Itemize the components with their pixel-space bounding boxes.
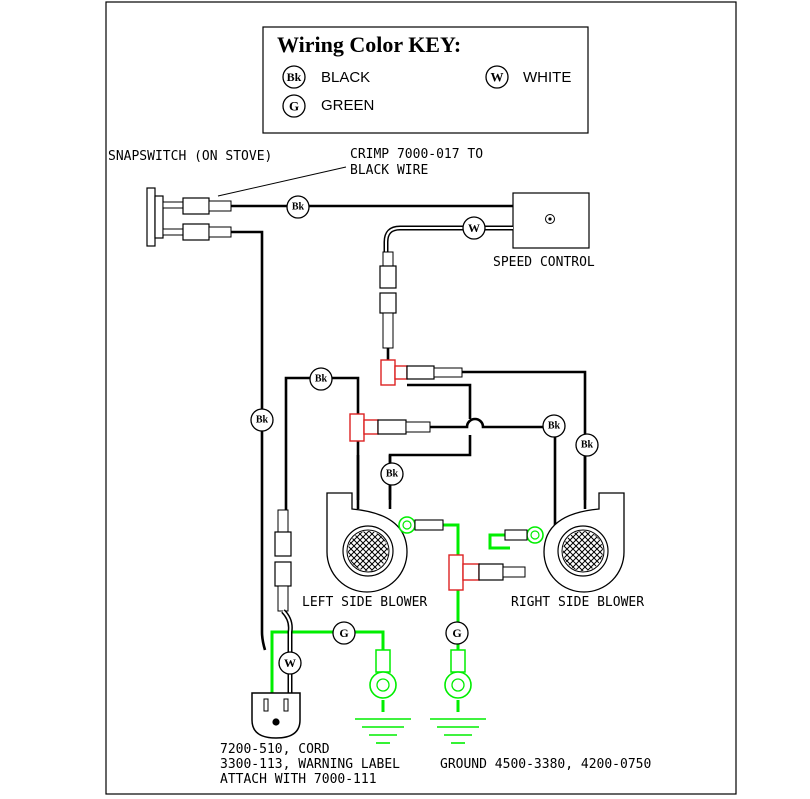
badge-w-cord-text: W xyxy=(284,656,296,670)
badge-bk-left-blower-text: Bk xyxy=(386,469,399,480)
key-green-symbol xyxy=(282,94,306,118)
color-key-title: Wiring Color KEY: xyxy=(277,32,461,57)
inline-connector-upper xyxy=(379,251,397,349)
speed-control xyxy=(512,192,590,249)
color-key: Wiring Color KEY: Bk BLACK G GREEN W WHI… xyxy=(262,26,589,134)
badge-w-cord xyxy=(278,651,302,675)
crimp-leader-line xyxy=(217,166,347,197)
badge-bk-snapswitch xyxy=(286,195,310,219)
badge-bk-right-b xyxy=(575,433,599,457)
key-black-label: BLACK xyxy=(321,69,370,86)
red-connector-middle xyxy=(349,413,431,442)
badge-bk-right-a xyxy=(542,414,566,438)
right-fan-grille xyxy=(563,531,603,571)
badge-bk-left-blower xyxy=(380,462,404,486)
red-connector-ground xyxy=(448,554,526,591)
badge-bk-right-b-text: Bk xyxy=(581,440,594,451)
power-cord-connector xyxy=(274,509,292,612)
cord-label-line3: ATTACH WITH 7000-111 xyxy=(220,772,377,787)
snapswitch-label: SNAPSWITCH (ON STOVE) xyxy=(108,149,272,164)
badge-w-speed-text: W xyxy=(468,221,480,235)
red-connector-upper xyxy=(380,359,463,386)
badge-g-ground-text: G xyxy=(452,626,461,640)
badge-g-cord-text: G xyxy=(339,626,348,640)
cord-label-line2: 3300-113, WARNING LABEL xyxy=(220,757,400,772)
crimp-label-line1: CRIMP 7000-017 TO xyxy=(350,147,483,162)
badge-bk-main xyxy=(250,408,274,432)
ground-symbol-right xyxy=(430,718,486,744)
left-blower-label: LEFT SIDE BLOWER xyxy=(302,595,427,610)
key-white-symbol xyxy=(485,65,509,89)
key-green-label: GREEN xyxy=(321,97,374,114)
left-fan-grille xyxy=(348,531,388,571)
crimp-label-line2: BLACK WIRE xyxy=(350,163,428,178)
badge-w-speed xyxy=(462,216,486,240)
key-white-abbr: W xyxy=(491,70,504,85)
cord-white-wire xyxy=(281,609,293,695)
snapswitch xyxy=(146,187,232,247)
color-key-box xyxy=(262,26,589,134)
ground-terminal-right xyxy=(444,649,472,699)
right-blower-ground-terminal xyxy=(504,526,544,544)
power-plug xyxy=(251,692,301,739)
right-blower-label: RIGHT SIDE BLOWER xyxy=(511,595,644,610)
key-green-abbr: G xyxy=(289,99,299,114)
white-wire xyxy=(383,225,513,252)
badge-bk-snapswitch-text: Bk xyxy=(292,202,305,213)
green-wires xyxy=(270,523,524,718)
key-white-label: WHITE xyxy=(523,69,571,86)
badge-bk-left-loop-text: Bk xyxy=(315,374,328,385)
badge-bk-main-text: Bk xyxy=(256,415,269,426)
ground-symbol-left xyxy=(355,718,411,744)
badge-g-ground xyxy=(445,621,469,645)
left-blower-ground-terminal xyxy=(398,516,444,534)
badge-g-cord xyxy=(332,621,356,645)
ground-terminal-left xyxy=(369,649,397,699)
key-black-abbr: Bk xyxy=(287,70,302,84)
cord-label-line1: 7200-510, CORD xyxy=(220,742,330,757)
ground-label: GROUND 4500-3380, 4200-0750 xyxy=(440,757,651,772)
key-black-symbol xyxy=(282,65,306,89)
diagram-border xyxy=(105,1,737,795)
speed-control-label: SPEED CONTROL xyxy=(493,255,595,270)
badge-bk-left-loop xyxy=(309,367,333,391)
badge-bk-right-a-text: Bk xyxy=(548,421,561,432)
cord-black-lower xyxy=(260,510,267,651)
wire-badges: Bk W Bk Bk Bk Bk Bk G W G xyxy=(250,195,599,675)
